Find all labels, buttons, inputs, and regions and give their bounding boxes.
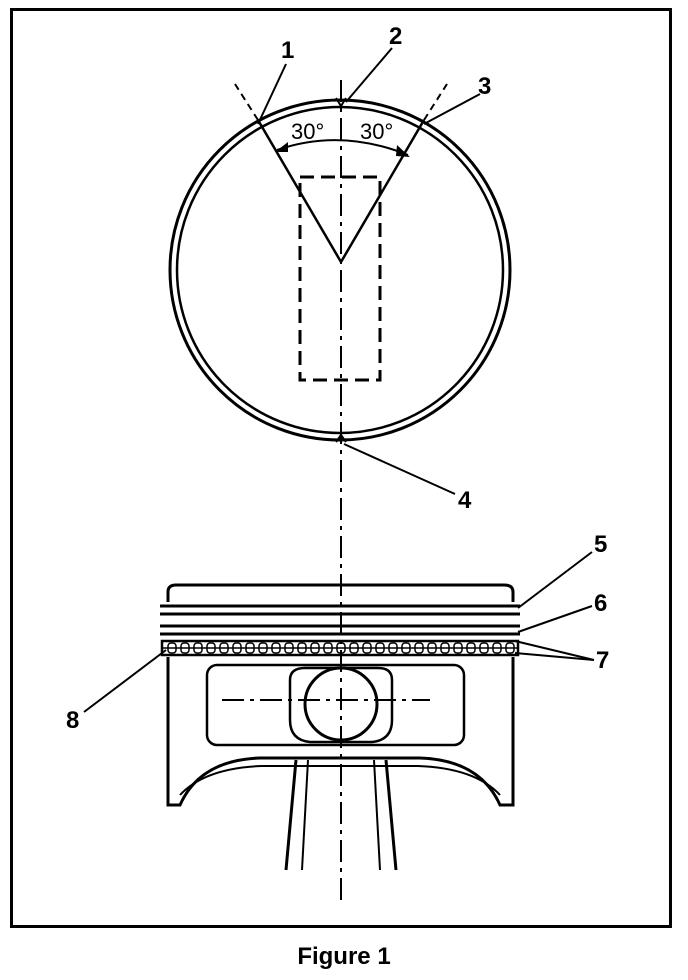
callout-4: 4 <box>458 487 472 514</box>
callout-2: 2 <box>389 23 402 50</box>
expander-bead <box>284 642 294 654</box>
leader-6 <box>517 605 593 633</box>
piston-pin <box>303 666 379 742</box>
callout-3: 3 <box>478 73 491 100</box>
pin-outline <box>298 175 382 382</box>
leader-2 <box>345 47 393 103</box>
expander-bead <box>401 642 411 654</box>
expander-bead <box>375 642 385 654</box>
expander-bead <box>336 642 346 654</box>
connecting-rod-left-inner <box>301 759 309 871</box>
expander-bead <box>206 642 216 654</box>
expander-bead <box>414 642 424 654</box>
callout-1: 1 <box>281 37 294 64</box>
expander-bead <box>193 642 203 654</box>
expander-bead <box>167 642 177 654</box>
expander-bead <box>388 642 398 654</box>
expander-bead <box>219 642 229 654</box>
connecting-rod-right-inner <box>373 759 381 871</box>
connecting-rod-left <box>284 759 298 871</box>
expander-bead <box>440 642 450 654</box>
callout-5: 5 <box>594 531 607 558</box>
expander-bead <box>349 642 359 654</box>
angle-label-right: 30° <box>360 119 393 144</box>
expander-bead <box>453 642 463 654</box>
leader-4 <box>343 443 456 495</box>
figure-caption: Figure 1 <box>297 943 391 970</box>
expander-bead <box>180 642 190 654</box>
leader-7a <box>514 640 595 661</box>
gap-mark-top <box>335 97 347 108</box>
expander-bead <box>245 642 255 654</box>
expander-bead <box>479 642 489 654</box>
gap-line-right <box>339 119 426 263</box>
angle-arc <box>276 139 409 156</box>
expander-bead <box>258 642 268 654</box>
angle-label-left: 30° <box>291 119 324 144</box>
leader-5 <box>517 551 593 609</box>
expander-bead <box>362 642 372 654</box>
expander-bead <box>505 642 515 654</box>
angle-arc-arrow-left <box>275 142 288 152</box>
piston-skirt <box>166 657 515 807</box>
gap-mark-bottom <box>335 433 347 443</box>
leader-7b <box>514 652 595 661</box>
expander-bead <box>297 642 307 654</box>
expander-bead <box>427 642 437 654</box>
expander-bead <box>323 642 333 654</box>
expander-bead <box>492 642 502 654</box>
skirt-inner-line <box>179 765 501 796</box>
gap-line-left <box>256 119 343 263</box>
pin-boss <box>288 666 394 744</box>
expander-bead <box>310 642 320 654</box>
callout-8: 8 <box>66 707 79 734</box>
expander-bead <box>466 642 476 654</box>
callout-6: 6 <box>594 590 607 617</box>
expander-bead <box>271 642 281 654</box>
pin-bore-recess <box>205 663 466 747</box>
callout-7: 7 <box>596 647 609 674</box>
connecting-rod-right <box>384 759 398 871</box>
leader-3 <box>423 93 481 125</box>
gap-line-left-ext <box>234 83 259 121</box>
expander-bead <box>232 642 242 654</box>
leader-8 <box>83 649 167 713</box>
angle-arc-arrow-right <box>396 145 410 157</box>
piston-crown <box>166 583 515 602</box>
leader-1 <box>257 63 287 125</box>
figure-frame <box>10 8 672 928</box>
oil-ring-expander <box>167 642 515 654</box>
